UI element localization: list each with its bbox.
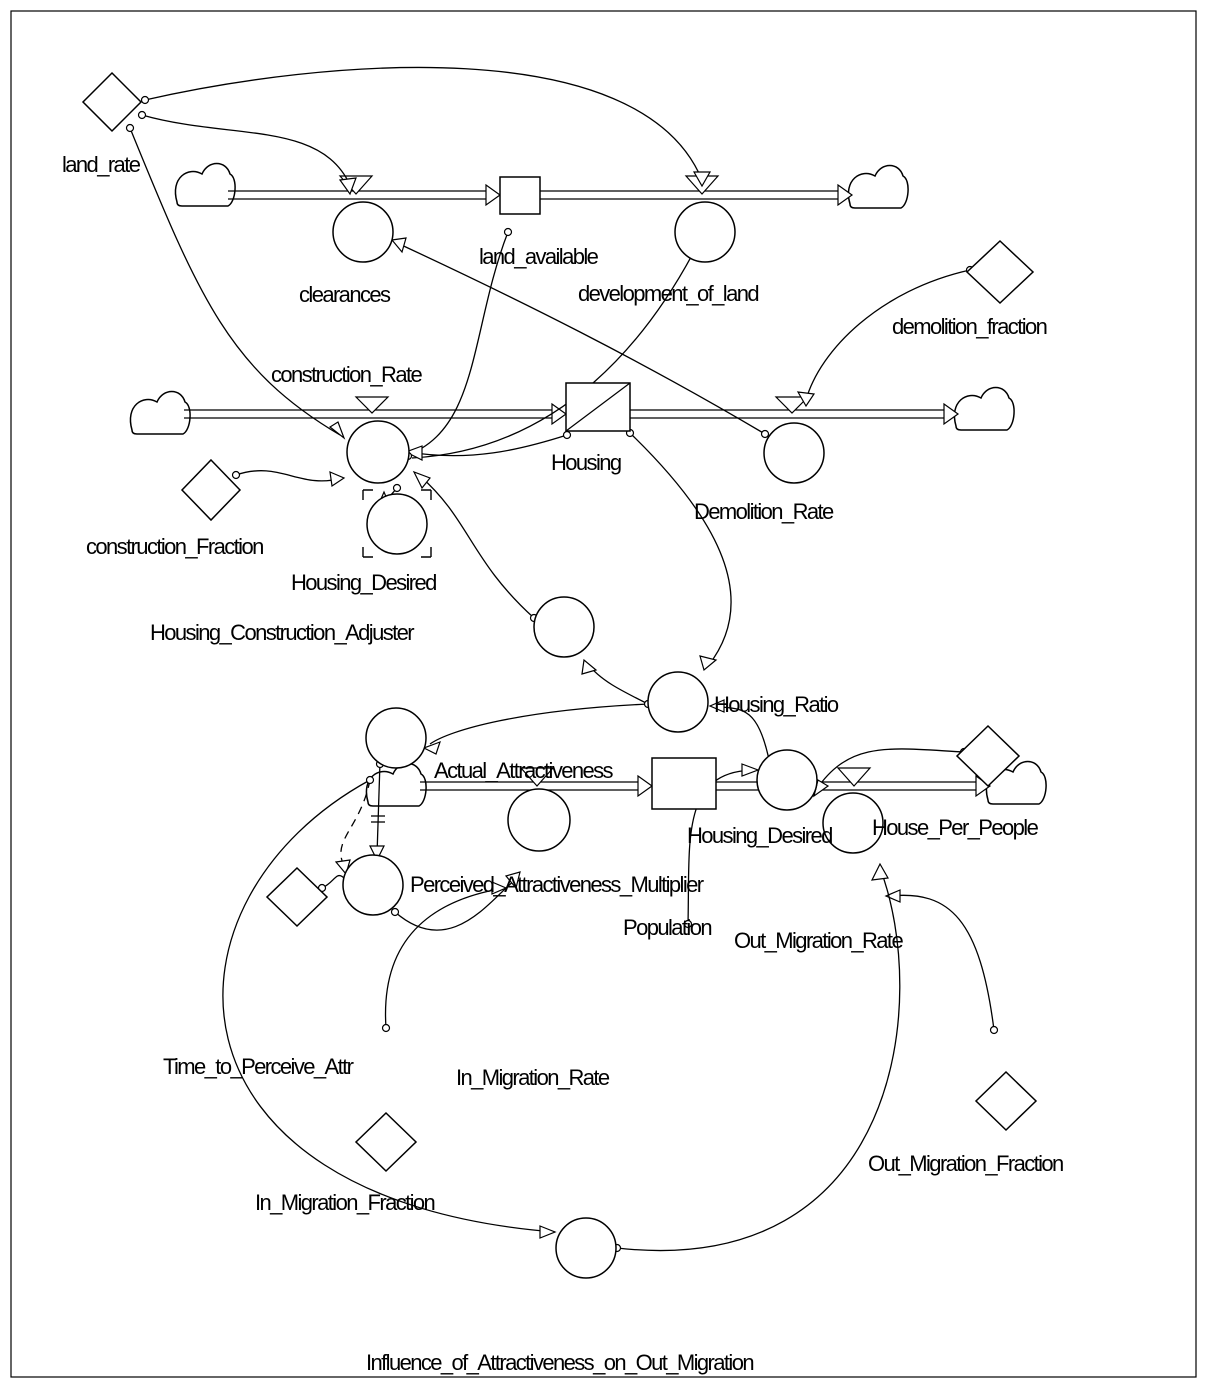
label-construction-fraction: construction_Fraction	[86, 534, 263, 559]
cloud-land-source	[174, 162, 236, 207]
label-in-migration-rate: In_Migration_Rate	[456, 1065, 610, 1090]
label-clearances: clearances	[299, 282, 391, 307]
label-actual-attractiveness: Actual_Attractiveness	[434, 758, 614, 783]
out-migration-rate	[822, 792, 884, 854]
cloud-housing-source	[129, 390, 191, 435]
label-housing-construction-adjuster: Housing_Construction_Adjuster	[150, 620, 414, 645]
label-time-to-perceive-attr: Time_to_Perceive_Attr	[163, 1054, 354, 1079]
label-population: Population	[623, 915, 711, 940]
label-out-migration-fraction: Out_Migration_Fraction	[868, 1151, 1063, 1176]
clearances-rate	[332, 201, 394, 263]
in-migration-fraction-constant	[354, 1111, 418, 1173]
housing-ratio	[647, 671, 709, 733]
time-to-perceive-attr-constant	[265, 866, 329, 928]
label-house-per-people: House_Per_People	[872, 815, 1039, 840]
links	[125, 66, 999, 1253]
label-demolition-rate: Demolition_Rate	[694, 499, 834, 524]
cloud-population-source	[365, 762, 427, 807]
label-development-of-land: development_of_land	[578, 281, 758, 306]
cloud-land-sink	[847, 164, 909, 209]
label-housing: Housing	[551, 450, 621, 475]
valve-construction	[354, 396, 390, 414]
valve-in-migration	[519, 767, 555, 787]
label-demolition-fraction: demolition_fraction	[892, 314, 1047, 339]
demolition-fraction-constant	[965, 239, 1035, 305]
label-in-migration-fraction: In_Migration_Fraction	[255, 1190, 435, 1215]
demolition-rate	[763, 422, 825, 484]
valve-demolition	[774, 396, 810, 414]
flow-pipe-land-out	[540, 183, 854, 207]
influence-of-attractiveness-on-out-migration	[555, 1217, 617, 1279]
land-available-stock	[499, 176, 541, 215]
in-migration-rate	[507, 788, 571, 852]
land-rate-constant	[81, 71, 143, 133]
diagram-frame	[10, 10, 1197, 1378]
construction-rate	[346, 420, 410, 484]
label-housing-desired: Housing_Desired	[687, 823, 832, 848]
population-stock	[651, 757, 717, 810]
housing-desired-ghost	[362, 489, 432, 558]
housing-desired	[756, 749, 818, 811]
label-influence-of-attractiveness-on-out-migration: Influence_of_Attractiveness_on_Out_Migra…	[366, 1350, 753, 1375]
actual-attractiveness	[365, 707, 427, 769]
house-per-people-constant	[955, 724, 1021, 788]
label-land-rate: land_rate	[62, 152, 141, 177]
development-of-land-rate	[674, 201, 736, 263]
label-out-migration-rate: Out_Migration_Rate	[734, 928, 903, 953]
label-housing-desired-ghost: Housing_Desired	[291, 570, 436, 595]
out-migration-fraction-constant	[974, 1070, 1038, 1132]
label-housing-ratio: Housing_Ratio	[714, 692, 839, 717]
cloud-housing-sink	[953, 386, 1015, 431]
label-construction-rate: construction_Rate	[271, 362, 422, 387]
label-land-available: land_available	[479, 244, 599, 269]
valve-out-migration	[836, 767, 872, 787]
housing-construction-adjuster	[533, 596, 595, 658]
label-perceived-attractiveness-multiplier: Perceived_Attractiveness_Multiplier	[410, 872, 704, 897]
perceived-attractiveness-multiplier	[342, 854, 404, 916]
construction-fraction-constant	[180, 458, 242, 522]
